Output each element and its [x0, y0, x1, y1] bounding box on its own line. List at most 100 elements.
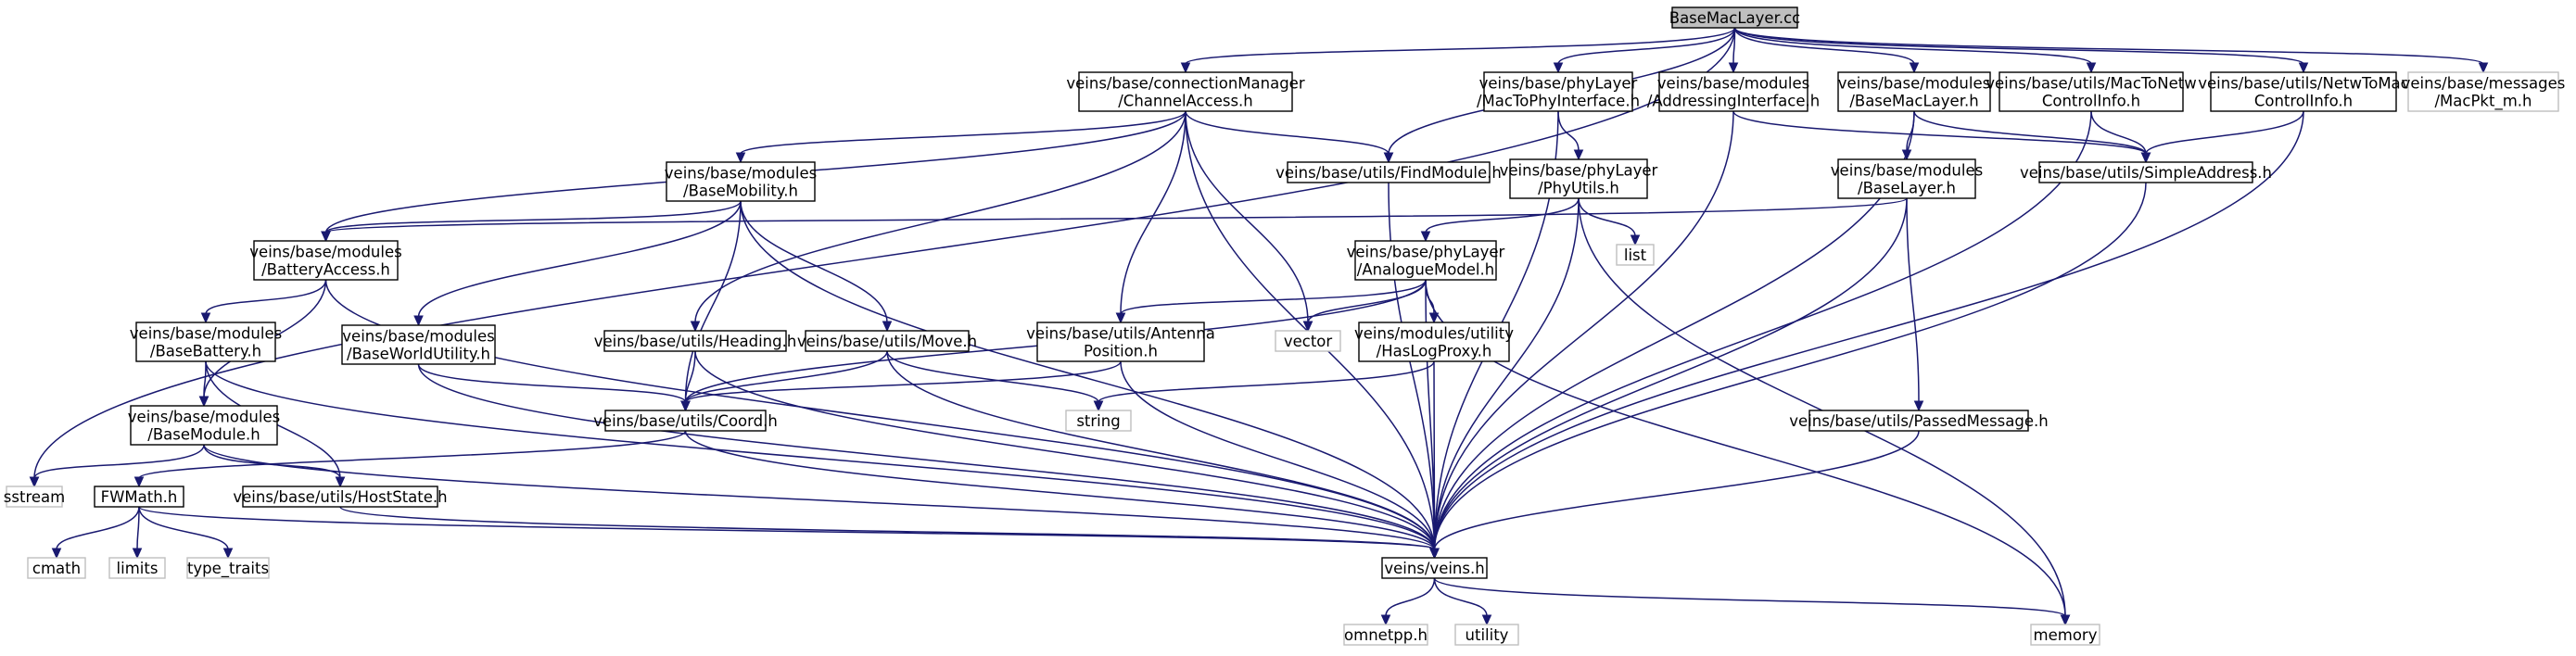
node-ba[interactable]: veins/base/modules/BatteryAccess.h: [249, 240, 402, 281]
arrowhead-icon: [1909, 62, 1920, 74]
node-am[interactable]: veins/base/phyLayer/AnalogueModel.h: [1347, 240, 1505, 281]
node-label: /HasLogProxy.h: [1377, 343, 1492, 360]
edge-line: [138, 430, 687, 479]
node-label: /ChannelAccess.h: [1118, 93, 1253, 110]
arrowhead-icon: [1728, 62, 1739, 74]
node-box: [135, 322, 276, 362]
node-box: [1808, 410, 2029, 432]
edge-line: [1433, 110, 1734, 550]
edge-ca-to-antpos: [1115, 110, 1186, 324]
edge-coord-to-fwmath: [133, 430, 687, 488]
node-label: sstream: [4, 488, 65, 506]
node-label: list: [1624, 246, 1647, 264]
edge-line: [684, 360, 1122, 403]
node-label: /BaseMacLayer.h: [1849, 93, 1978, 110]
node-mtpi[interactable]: veins/base/phyLayer/MacToPhyInterface.h: [1477, 71, 1640, 112]
arrowhead-icon: [335, 476, 346, 488]
node-label: veins/veins.h: [1384, 560, 1484, 577]
nodes-layer: BaseMacLayer.cc veins/base/connectionMana…: [4, 6, 2565, 646]
node-label: veins/base/modules: [1657, 75, 1809, 93]
node-fwmath[interactable]: FWMath.h: [94, 486, 184, 508]
node-label: veins/modules/utility: [1354, 325, 1514, 343]
node-label: utility: [1466, 626, 1509, 644]
node-label: BaseMacLayer.cc: [1669, 9, 1800, 27]
node-coord[interactable]: veins/base/utils/Coord.h: [593, 410, 778, 432]
node-memory: memory: [2030, 624, 2100, 646]
node-fm[interactable]: veins/base/utils/FindModule.h: [1275, 161, 1502, 183]
node-label: /BatteryAccess.h: [261, 261, 390, 279]
node-box: [2038, 161, 2253, 183]
node-label: veins/base/phyLayer: [1500, 162, 1658, 180]
node-label: veins/base/utils/MacToNetw: [1986, 75, 2197, 93]
node-label: type_traits: [187, 560, 269, 578]
node-label: /BaseLayer.h: [1858, 180, 1956, 197]
node-bbat[interactable]: veins/base/modules/BaseBattery.h: [130, 322, 282, 362]
edge-line: [136, 506, 140, 550]
edge-ba-to-bbat: [200, 279, 327, 324]
node-move[interactable]: veins/base/utils/Move.h: [797, 330, 977, 352]
node-heading[interactable]: veins/base/utils/Heading.h: [594, 330, 797, 352]
edge-ca-to-bmob: [735, 110, 1186, 164]
edge-line: [740, 110, 1186, 155]
edge-bl-to-ba: [321, 197, 1908, 243]
node-label: veins/base/phyLayer: [1347, 244, 1505, 261]
node-bmod[interactable]: veins/base/modules/BaseModule.h: [128, 405, 280, 446]
node-ai[interactable]: veins/base/modules/AddressingInterface.h: [1647, 71, 1820, 112]
edge-line: [694, 350, 1436, 550]
node-box: [603, 330, 787, 352]
arrowhead-icon: [1115, 312, 1126, 324]
edge-mtnci-to-sa: [2090, 110, 2151, 164]
node-sa[interactable]: veins/base/utils/SimpleAddress.h: [2020, 161, 2272, 183]
edge-line: [1913, 110, 2147, 155]
node-label: veins/base/utils/Antenna: [1026, 325, 1215, 343]
node-veins[interactable]: veins/veins.h: [1381, 557, 1488, 579]
edge-root-to-ai: [1728, 27, 1739, 74]
edge-move-to-coord: [680, 350, 888, 412]
edge-am-to-antpos: [1115, 279, 1427, 324]
edge-line: [684, 350, 696, 403]
node-sstream: sstream: [4, 486, 65, 508]
edge-bmob-to-ba: [321, 200, 742, 243]
node-bl[interactable]: veins/base/modules/BaseLayer.h: [1831, 158, 1983, 199]
node-label: veins/base/connectionManager: [1066, 75, 1304, 93]
edge-line: [1120, 110, 1186, 315]
node-label: limits: [117, 560, 159, 577]
node-omnetpp: omnetpp.h: [1343, 624, 1428, 646]
node-label: veins/base/utils/FindModule.h: [1275, 164, 1502, 182]
arrowhead-icon: [29, 476, 40, 488]
node-bmob[interactable]: veins/base/modules/BaseMobility.h: [665, 161, 817, 202]
edge-line: [1733, 27, 2304, 65]
node-bml[interactable]: veins/base/modules/BaseMacLayer.h: [1837, 71, 1991, 112]
node-phyutils[interactable]: veins/base/phyLayer/PhyUtils.h: [1500, 158, 1658, 199]
arrowhead-icon: [1380, 614, 1391, 626]
node-bwu[interactable]: veins/base/modules/BaseWorldUtility.h: [341, 324, 496, 365]
node-box: [94, 486, 184, 508]
node-label: veins/base/utils/Heading.h: [594, 333, 797, 350]
arrowhead-icon: [132, 548, 143, 560]
node-label: /AnalogueModel.h: [1357, 261, 1494, 279]
edge-line: [1425, 197, 1580, 233]
node-label: veins/base/utils/SimpleAddress.h: [2020, 164, 2272, 182]
arrowhead-icon: [2478, 62, 2489, 74]
node-pm[interactable]: veins/base/utils/PassedMessage.h: [1789, 410, 2049, 432]
node-hs[interactable]: veins/base/utils/HostState.h: [233, 486, 448, 508]
arrowhead-icon: [1573, 149, 1584, 161]
node-string: string: [1065, 410, 1132, 432]
edge-line: [1425, 279, 1435, 315]
arrowhead-icon: [1093, 400, 1104, 412]
edge-fwmath-to-cmath: [51, 506, 140, 560]
edge-ca-to-fm: [1185, 110, 1394, 164]
node-ca[interactable]: veins/base/connectionManager/ChannelAcce…: [1066, 71, 1305, 112]
node-hlp[interactable]: veins/modules/utility/HasLogProxy.h: [1354, 322, 1514, 362]
edge-line: [417, 363, 1436, 550]
edge-bmod-to-sstream: [29, 444, 205, 488]
edge-bl-to-pm: [1906, 197, 1924, 412]
edge-antpos-to-coord: [680, 360, 1122, 412]
node-root: BaseMacLayer.cc: [1669, 6, 1800, 29]
edge-hlp-to-string: [1093, 360, 1435, 412]
node-box: [1358, 322, 1510, 362]
